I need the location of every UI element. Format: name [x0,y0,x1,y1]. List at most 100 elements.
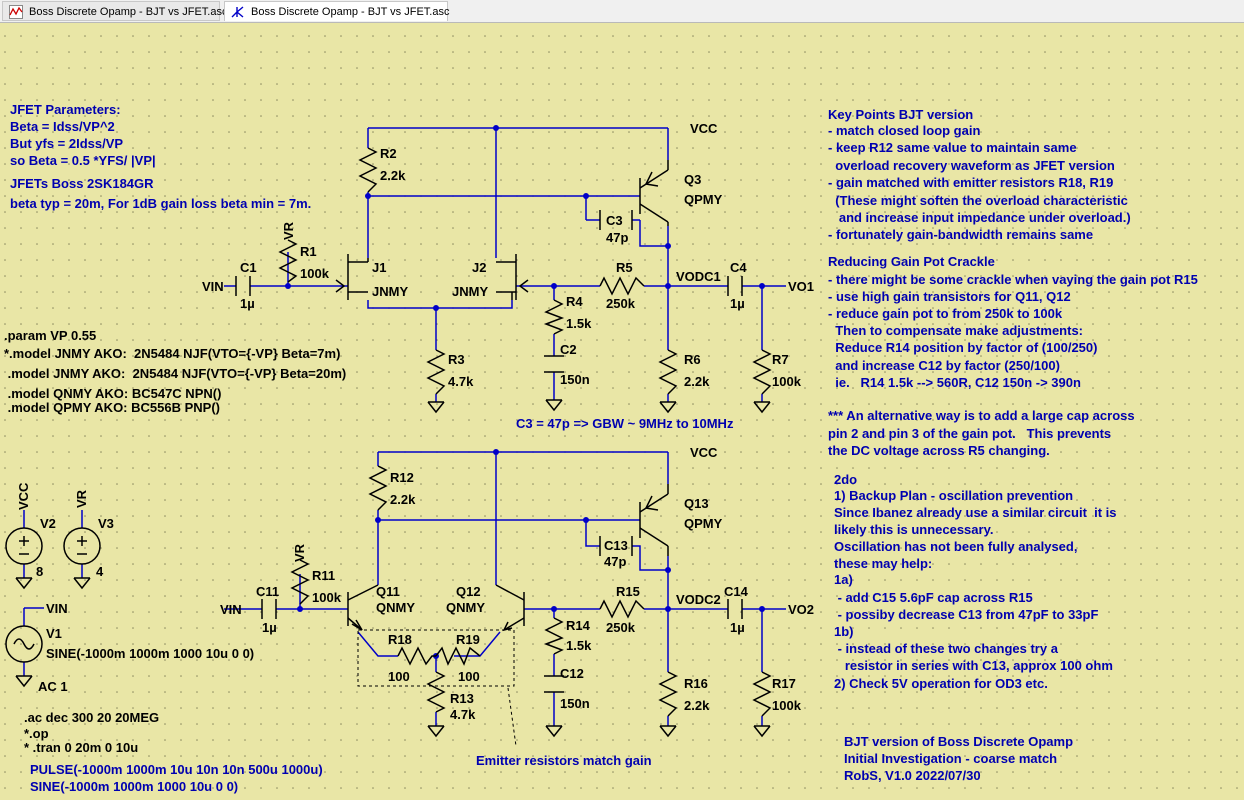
v1-value: SINE(-1000m 1000m 1000 10u 0 0) [46,646,254,661]
svg-text:- match closed loop gain: - match closed loop gain [828,123,980,138]
svg-text:resistor in series with C13, a: resistor in series with C13, approx 100 … [834,658,1113,673]
vodc1-label: VODC1 [676,269,721,284]
r2-name: R2 [380,146,397,161]
c14-value: 1µ [730,620,745,635]
r12-name: R12 [390,470,414,485]
schematic-canvas[interactable]: VCC VCC VIN VIN VIN VODC1 VODC2 VO1 VO2 … [0,23,1244,800]
r14-name: R14 [566,618,591,633]
resistor-r14 [543,617,564,655]
svg-text:pin 2 and pin 3 of the gain po: pin 2 and pin 3 of the gain pot. This pr… [828,426,1111,441]
svg-text:*.op: *.op [24,726,49,741]
resistor-r15 [599,599,645,619]
capacitor-c11 [261,599,277,619]
c3-gbw-note: C3 = 47p => GBW ~ 9MHz to 10MHz [516,416,734,431]
vr-label-v3: VR [74,489,89,508]
top-part-labels: C1 1µ R1 100k R2 2.2k J1 JNMY J2 JNMY R3… [240,146,802,389]
resistor-r7 [752,349,772,395]
r12-value: 2.2k [390,492,416,507]
svg-text:.param VP 0.55: .param VP 0.55 [4,328,96,343]
emitter-resistor-box [357,629,515,687]
schematic-icon [231,6,244,18]
svg-text:Initial Investigation - coarse: Initial Investigation - coarse match [844,751,1057,766]
svg-text:beta typ = 20m, For 1dB gain l: beta typ = 20m, For 1dB gain loss beta m… [10,196,311,211]
r13-name: R13 [450,691,474,706]
vo1-label: VO1 [788,279,814,294]
r4-value: 1.5k [566,316,592,331]
j2-name: J2 [472,260,486,275]
r1-name: R1 [300,244,317,259]
svg-text:But yfs = 2Idss/VP: But yfs = 2Idss/VP [10,136,123,151]
r13-value: 4.7k [450,707,476,722]
c12-name: C12 [560,666,584,681]
capacitor-c4 [727,276,743,296]
bottom-part-labels: C11 1µ R11 100k R12 2.2k Q11 QNMY Q12 QN… [256,470,802,722]
svg-text:* .tran 0 20m 0 10u: * .tran 0 20m 0 10u [24,740,138,755]
svg-text:- possiby decrease C13 from 47: - possiby decrease C13 from 47pF to 33pF [834,607,1098,622]
emitter-note-leader [507,687,517,747]
j1-name: J1 [372,260,386,275]
bjt-q13 [639,484,669,556]
svg-text:- fortunately gain-bandwidth r: - fortunately gain-bandwidth remains sam… [828,227,1093,242]
r1-value: 100k [300,266,330,281]
v1-name: V1 [46,626,62,641]
voltage-source-v1 [5,625,43,663]
c2-name: C2 [560,342,577,357]
svg-text:Key Points BJT version: Key Points BJT version [828,107,973,122]
svg-text:2) Check 5V operation for OD3: 2) Check 5V operation for OD3 etc. [834,676,1048,691]
svg-text:.model QNMY AKO: BC547C NPN(): .model QNMY AKO: BC547C NPN() [4,386,221,401]
svg-text:RobS, V1.0 2022/07/30: RobS, V1.0 2022/07/30 [844,768,981,783]
svg-text:- use high gain transistors fo: - use high gain transistors for Q11, Q12 [828,289,1071,304]
tab-bar: Boss Discrete Opamp - BJT vs JFET.asc Bo… [0,0,1244,23]
svg-text:Beta = Idss/VP^2: Beta = Idss/VP^2 [10,119,115,134]
q3-value: QPMY [684,192,723,207]
q11-value: QNMY [376,600,415,615]
svg-text:1) Backup Plan - oscillation p: 1) Backup Plan - oscillation prevention [834,488,1073,503]
resistor-r19 [435,646,481,666]
footer-notes: BJT version of Boss Discrete Opamp Initi… [844,734,1073,783]
resistor-r1 [278,239,298,283]
c1-value: 1µ [240,296,255,311]
vodc2-label: VODC2 [676,592,721,607]
c12-value: 150n [560,696,590,711]
svg-text:so Beta = 0.5 *YFS/ |VP|: so Beta = 0.5 *YFS/ |VP| [10,153,156,168]
pulse-notes: PULSE(-1000m 1000m 10u 10n 10n 500u 1000… [30,762,323,794]
capacitor-c2 [544,355,564,373]
resistor-r5 [599,276,645,296]
source-labels: V2 8 V3 4 V1 SINE(-1000m 1000m 1000 10u … [36,516,254,694]
voltage-source-v3 [63,527,101,565]
voltage-source-v2 [5,527,43,565]
top-parts [235,147,772,395]
vin-label-top: VIN [202,279,224,294]
svg-text:- reduce gain pot to from 250k: - reduce gain pot to from 250k to 100k [828,306,1063,321]
svg-text:BJT version of Boss Discrete O: BJT version of Boss Discrete Opamp [844,734,1073,749]
tab-waveform[interactable]: Boss Discrete Opamp - BJT vs JFET.asc [2,1,227,21]
svg-text:Oscillation has not been fully: Oscillation has not been fully analysed, [834,539,1077,554]
capacitor-c12 [544,675,564,693]
v2-name: V2 [40,516,56,531]
bottom-nodes [297,449,765,659]
r11-value: 100k [312,590,342,605]
bjt-q11 [347,584,379,631]
r7-name: R7 [772,352,789,367]
c11-value: 1µ [262,620,277,635]
resistor-r18 [397,646,436,666]
r17-value: 100k [772,698,802,713]
resistor-r6 [658,349,678,395]
svg-text:- gain matched with emitter re: - gain matched with emitter resistors R1… [828,175,1113,190]
resistor-r3 [426,349,446,395]
jfet-j2 [496,254,529,300]
r14-value: 1.5k [566,638,592,653]
svg-text:JFETs Boss 2SK184GR: JFETs Boss 2SK184GR [10,176,154,191]
resistor-r16 [658,671,678,717]
svg-text:1b): 1b) [834,624,854,639]
r6-value: 2.2k [684,374,710,389]
c14-name: C14 [724,584,749,599]
svg-text:likely this is unnecessary.: likely this is unnecessary. [834,522,993,537]
tab-schematic[interactable]: Boss Discrete Opamp - BJT vs JFET.asc [224,1,449,21]
q11-name: Q11 [376,584,400,599]
r11-name: R11 [312,568,335,583]
q12-value: QNMY [446,600,485,615]
r3-name: R3 [448,352,465,367]
svg-text:1a): 1a) [834,572,853,587]
tab-label: Boss Discrete Opamp - BJT vs JFET.asc [29,6,228,18]
